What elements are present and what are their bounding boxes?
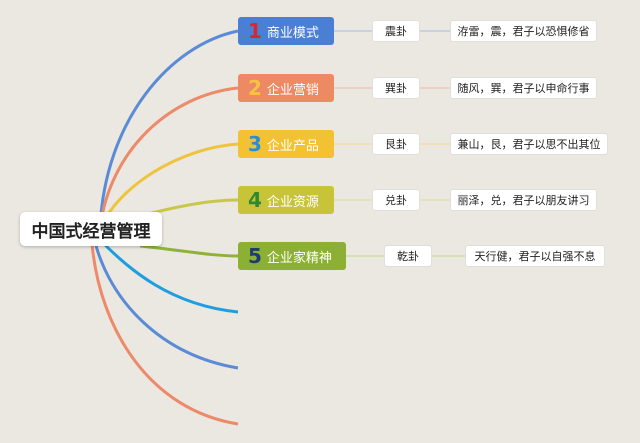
quote-label-5: 天行健，君子以自强不息	[474, 250, 596, 263]
root-label: 中国式经营管理	[31, 221, 151, 242]
quote-label-2: 随风，巽，君子以申命行事	[457, 82, 590, 95]
quote-node-1[interactable]: 洊雷，震，君子以恐惧修省	[450, 20, 597, 42]
branch-number-1: 1	[248, 19, 262, 43]
quote-node-3[interactable]: 兼山，艮，君子以思不出其位	[450, 133, 608, 155]
gua-node-2[interactable]: 巽卦	[372, 77, 420, 99]
branch-label-3: 企业产品	[266, 138, 319, 154]
branch-label-4: 企业资源	[266, 194, 319, 210]
connector-empty-3	[90, 243, 239, 426]
connector-empty-1	[98, 238, 239, 314]
branch-number-5: 5	[248, 244, 262, 268]
gua-label-2: 巽卦	[385, 82, 407, 95]
quote-node-2[interactable]: 随风，巽，君子以申命行事	[450, 77, 597, 99]
gua-label-5: 乾卦	[397, 250, 419, 263]
branch-number-2: 2	[248, 76, 262, 100]
branch-label-5: 企业家精神	[266, 250, 332, 266]
branch-node-1[interactable]: 1 商业模式	[238, 17, 334, 45]
connector-branch-5	[139, 244, 239, 258]
branch-label-2: 企业营销	[266, 82, 319, 98]
gua-node-4[interactable]: 兑卦	[372, 189, 420, 211]
quote-label-4: 丽泽，兑，君子以朋友讲习	[457, 194, 590, 207]
quote-node-4[interactable]: 丽泽，兑，君子以朋友讲习	[450, 189, 597, 211]
branch-node-2[interactable]: 2 企业营销	[238, 74, 334, 102]
gua-node-3[interactable]: 艮卦	[372, 133, 420, 155]
branch-number-3: 3	[248, 132, 262, 156]
quote-node-5[interactable]: 天行健，君子以自强不息	[465, 245, 605, 267]
root-node[interactable]: 中国式经营管理	[20, 212, 162, 246]
gua-label-4: 兑卦	[385, 194, 407, 207]
gua-label-1: 震卦	[385, 25, 407, 38]
connector-empty-2	[93, 241, 239, 370]
branch-node-5[interactable]: 5 企业家精神	[238, 242, 346, 270]
connector-branch-2	[98, 86, 239, 229]
branch-number-4: 4	[248, 188, 262, 212]
quote-label-1: 洊雷，震，君子以恐惧修省	[457, 25, 590, 38]
gua-node-1[interactable]: 震卦	[372, 20, 420, 42]
gua-label-3: 艮卦	[385, 138, 407, 151]
branch-label-1: 商业模式	[266, 25, 319, 41]
connector-branch-1	[98, 29, 239, 229]
branch-node-4[interactable]: 4 企业资源	[238, 186, 334, 214]
branch-node-3[interactable]: 3 企业产品	[238, 130, 334, 158]
quote-label-3: 兼山，艮，君子以思不出其位	[457, 138, 601, 151]
gua-node-5[interactable]: 乾卦	[384, 245, 432, 267]
